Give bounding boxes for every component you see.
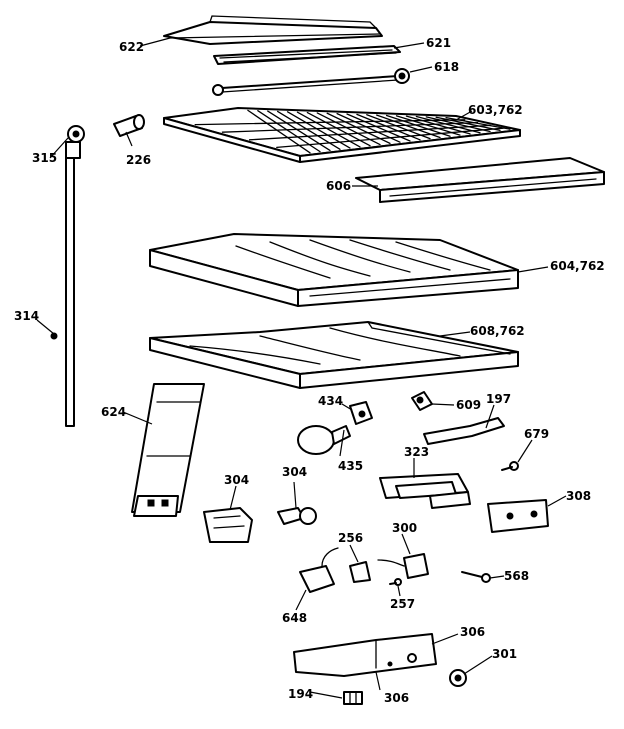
part-435-light-bulb [297, 425, 351, 455]
callout-306-part: 306 [384, 691, 409, 705]
part-301-knob-cap [449, 669, 467, 687]
callout-304-knob: 304 [282, 465, 307, 479]
part-648-relay [299, 547, 339, 593]
shelf-wire [415, 115, 481, 134]
part-434-lamp-socket [349, 401, 373, 425]
callout-226: 226 [126, 153, 151, 167]
part-323-control-housing [379, 473, 471, 509]
callout-434: 434 [318, 394, 343, 408]
part-315-bracket [65, 125, 85, 159]
shelf-wire [376, 114, 441, 139]
callout-323: 323 [404, 445, 429, 459]
callout-304-block: 304 [224, 473, 249, 487]
callout-679: 679 [524, 427, 549, 441]
callout-618: 618 [434, 60, 459, 74]
callout-314: 314 [14, 309, 39, 323]
callout-603-762: 603,762 [468, 103, 523, 117]
callout-606: 606 [326, 179, 351, 193]
part-604-crisper-tray [149, 233, 519, 307]
part-304-knob [277, 507, 317, 525]
shelf-cross-wire [248, 124, 492, 141]
callout-194: 194 [288, 687, 313, 701]
callout-306-box: 306 [460, 625, 485, 639]
shelf-cross-wire [221, 121, 479, 133]
part-300-thermostat [377, 553, 429, 579]
part-306-control-box [293, 633, 437, 677]
part-618-rod [212, 68, 410, 96]
part-197-harness [423, 417, 505, 445]
callout-256: 256 [338, 531, 363, 545]
callout-315: 315 [32, 151, 57, 165]
part-621-shelf-rail [213, 45, 401, 65]
part-308-bracket [487, 499, 549, 533]
part-226-pin [113, 114, 145, 137]
shelf-wire [425, 116, 491, 133]
shelf-wire [385, 114, 451, 137]
callout-300: 300 [392, 521, 417, 535]
shelf-wire [405, 115, 471, 135]
leader-lines [36, 37, 567, 699]
callout-624: 624 [101, 405, 126, 419]
callout-608-762: 608,762 [470, 324, 525, 338]
shelf-cross-wire [194, 119, 466, 126]
callout-301: 301 [492, 647, 517, 661]
callout-197: 197 [486, 392, 511, 406]
callout-568: 568 [504, 569, 529, 583]
part-624-divider [131, 383, 205, 517]
part-304-sensor-block [203, 507, 253, 543]
callout-257: 257 [390, 597, 415, 611]
callout-621: 621 [426, 36, 451, 50]
callout-labels: 622 621 618 603,762 315 226 606 604,762 … [14, 36, 605, 705]
shelf-wire [395, 115, 461, 136]
callout-622: 622 [119, 40, 144, 54]
part-608-crisper-pan [149, 321, 519, 389]
part-606-front-rail [355, 157, 605, 203]
callout-308: 308 [566, 489, 591, 503]
part-609-clip [411, 391, 433, 411]
part-568-screw [461, 571, 491, 583]
callout-604-762: 604,762 [550, 259, 605, 273]
callout-609: 609 [456, 398, 481, 412]
part-257-screw [389, 578, 402, 586]
callout-435: 435 [338, 459, 363, 473]
shelf-wire [435, 116, 501, 132]
shelf-cross-wire [276, 127, 504, 149]
part-314-post [50, 157, 75, 427]
part-679-screw [501, 461, 519, 471]
part-622-shelf-cover [163, 15, 383, 45]
callout-648: 648 [282, 611, 307, 625]
part-603-wire-shelf [163, 107, 521, 163]
part-194-terminal-block [343, 691, 363, 705]
part-256-connector [349, 561, 371, 583]
